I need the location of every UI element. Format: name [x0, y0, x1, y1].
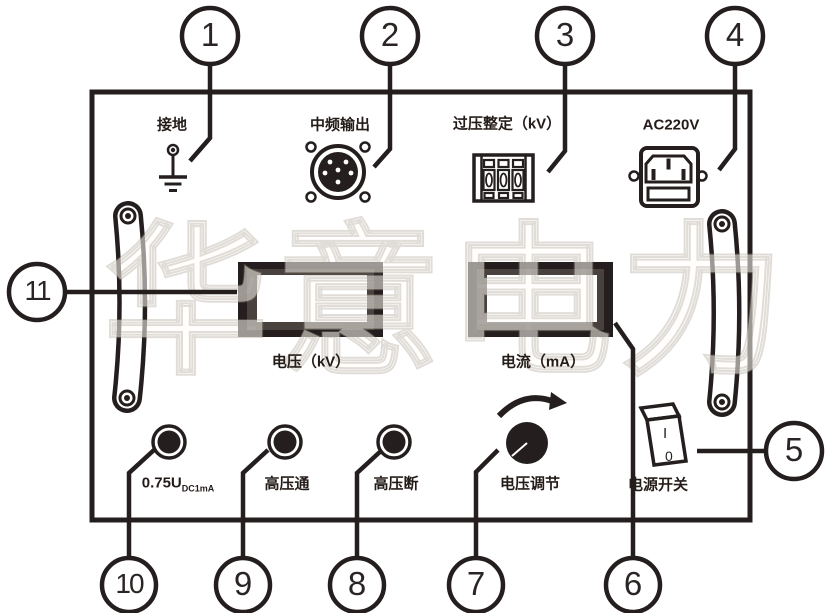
u075-button-icon [151, 424, 187, 460]
voltage-display-label: 电压（kV） [271, 353, 351, 371]
callout-number-2: 2 [380, 15, 400, 53]
callout-number-4: 4 [725, 15, 745, 53]
callout-number-10: 10 [115, 568, 144, 600]
overvoltage-label: 过压整定（kV） [452, 115, 562, 133]
callout-line-1 [188, 64, 213, 163]
right-handle [707, 209, 742, 417]
callout-line-9 [240, 448, 270, 557]
current-display-label: 电流（mA） [500, 353, 586, 371]
callout-circle-9 [213, 555, 273, 613]
voltage-display [238, 262, 383, 337]
ac-inlet-icon [628, 146, 708, 208]
left-handle [112, 201, 148, 413]
hv-on-label: 高压通 [264, 475, 310, 493]
hv-off-button-icon [376, 424, 412, 460]
rocker-switch-icon: I 0 [638, 402, 689, 467]
callout-circle-6 [603, 555, 663, 613]
power-switch-label: 电源开关 [627, 476, 689, 494]
callout-line-7 [473, 448, 500, 557]
callout-line-8 [354, 448, 384, 557]
mf-output-label: 中频输出 [309, 116, 371, 134]
callout-number-5: 5 [784, 430, 804, 468]
callout-number-7: 7 [466, 564, 486, 602]
callout-circle-3 [534, 5, 596, 67]
switch-off-mark: 0 [665, 448, 673, 464]
callout-circle-2 [359, 5, 421, 67]
ground-symbol-icon [159, 143, 187, 192]
callout-number-3: 3 [555, 15, 575, 53]
callout-number-11: 11 [24, 275, 51, 307]
callout-lines [65, 64, 766, 557]
voltage-adjust-label: 电压调节 [499, 475, 561, 493]
u075-sub-text: DC1mA [181, 483, 215, 494]
callout-circle-1 [179, 5, 241, 67]
ac220v-label: AC220V [642, 116, 700, 134]
callout-line-6 [613, 321, 636, 557]
callout-number-6: 6 [623, 564, 643, 602]
u075-main-text: 0.75U [141, 474, 182, 492]
current-display [468, 262, 613, 337]
hv-off-label: 高压断 [373, 475, 419, 493]
callout-circle-10 [99, 555, 159, 613]
adjust-knob-icon [496, 392, 567, 464]
callout-line-4 [717, 64, 738, 172]
callout-circle-11 [6, 261, 68, 323]
callout-circle-7 [446, 555, 506, 613]
callout-circle-4 [704, 5, 766, 67]
callout-circle-8 [327, 555, 387, 613]
callout-circle-5 [763, 420, 825, 482]
hv-on-button-icon [267, 424, 303, 460]
callout-number-1: 1 [200, 15, 220, 53]
thumbwheel-switch-icon [472, 153, 535, 203]
callout-number-9: 9 [233, 564, 253, 602]
callout-line-10 [126, 448, 156, 557]
switch-on-mark: I [663, 425, 667, 442]
callout-line-3 [546, 64, 568, 174]
mf-output-connector-icon [305, 141, 371, 203]
callout-number-8: 8 [347, 564, 367, 602]
callout-line-2 [372, 64, 393, 169]
panel-outline [89, 89, 753, 523]
callout-circles [6, 5, 825, 613]
u075-button-label: 0.75UDC1mA [142, 475, 215, 494]
ground-label: 接地 [156, 116, 188, 134]
